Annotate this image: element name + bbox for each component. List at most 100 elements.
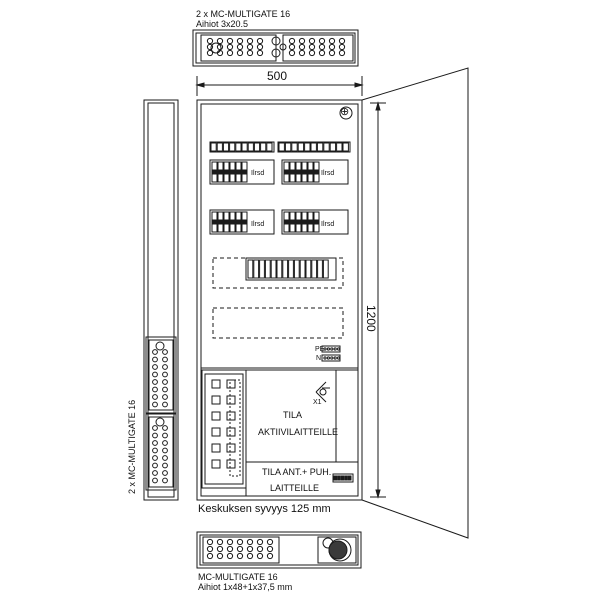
gland-hole xyxy=(162,349,168,355)
breaker-toggle xyxy=(290,169,295,175)
x1-label: X1 xyxy=(313,399,322,406)
terminal xyxy=(264,259,271,279)
terminal xyxy=(288,259,294,279)
gland-hole xyxy=(226,37,234,45)
pe-screw xyxy=(333,347,337,351)
gland-hole xyxy=(206,49,214,57)
gland-hole xyxy=(328,49,336,57)
breaker-toggle xyxy=(236,169,241,175)
terminal xyxy=(297,142,305,152)
gland-hole xyxy=(162,432,168,439)
top-gland-title: 2 x MC-MULTIGATE 16 xyxy=(196,9,291,19)
terminal xyxy=(336,142,343,152)
gland-hole xyxy=(152,462,158,469)
breaker-label-4: Ilrsd xyxy=(321,221,335,228)
gland-hole xyxy=(152,364,158,370)
socket xyxy=(211,443,221,453)
gland-hole xyxy=(246,545,254,553)
socket xyxy=(226,395,236,405)
terminal xyxy=(299,259,306,279)
gland-hole xyxy=(152,379,158,385)
breaker-group-3 xyxy=(209,209,275,235)
terminal xyxy=(284,142,292,152)
breaker-toggle xyxy=(296,169,301,175)
gland-hole xyxy=(206,538,214,546)
small-terminal xyxy=(333,475,338,481)
terminal xyxy=(342,142,349,152)
breaker-toggle xyxy=(224,169,229,175)
gland-hole xyxy=(308,37,316,45)
breaker-toggle xyxy=(284,169,289,175)
tila-title: TILA xyxy=(283,410,303,420)
breaker-module xyxy=(313,161,320,183)
bottom-gland-plate xyxy=(196,531,362,569)
small-terminal xyxy=(340,475,345,481)
breaker-module xyxy=(301,211,308,233)
terminal xyxy=(311,259,318,279)
terminal xyxy=(305,259,312,279)
terminal-rail-dashed xyxy=(212,257,344,289)
gland-hole xyxy=(236,538,244,546)
gland-hole xyxy=(256,538,264,546)
terminal xyxy=(235,142,242,152)
pe-n-bars xyxy=(321,345,341,362)
empty-rail-dashed xyxy=(212,307,344,339)
gland-hole-large xyxy=(155,341,165,351)
gland-hole xyxy=(206,545,214,553)
socket xyxy=(226,379,236,389)
n-screw xyxy=(326,356,330,360)
gland-hole xyxy=(226,43,234,51)
gland-hole xyxy=(162,425,168,431)
gland-hole xyxy=(266,538,274,546)
n-screw xyxy=(333,356,337,360)
gland-hole xyxy=(256,49,264,57)
tila2-line1: TILA ANT.+ PUH. xyxy=(262,467,332,477)
terminal xyxy=(253,142,261,152)
breaker-toggle xyxy=(242,219,247,225)
gland-hole xyxy=(152,455,158,461)
pe-screw xyxy=(326,347,330,351)
top-gland-holes-left xyxy=(206,37,264,57)
terminal xyxy=(310,142,317,152)
gland-hole xyxy=(266,552,274,560)
socket xyxy=(211,459,221,469)
gland-hole xyxy=(152,447,158,454)
terminal xyxy=(222,142,230,152)
breaker-toggle xyxy=(308,219,313,225)
breaker-module xyxy=(307,161,314,183)
gland-hole xyxy=(256,545,264,553)
gland-hole xyxy=(152,470,158,476)
breaker-group-4 xyxy=(281,209,349,235)
gland-hole xyxy=(256,37,264,45)
socket xyxy=(226,459,236,469)
gland-hole xyxy=(152,349,158,355)
socket xyxy=(226,411,236,421)
breaker-module xyxy=(241,211,248,233)
top-gland-plate xyxy=(192,29,359,67)
breaker-toggle xyxy=(290,219,295,225)
socket xyxy=(211,395,221,405)
breaker-module xyxy=(313,211,320,233)
terminal xyxy=(247,142,254,152)
gland-hole xyxy=(162,386,168,393)
gland-hole xyxy=(152,425,158,431)
gland-hole xyxy=(226,538,234,546)
gland-hole xyxy=(298,37,306,45)
gland-hole xyxy=(152,440,158,446)
breaker-module xyxy=(235,211,242,233)
small-terminal xyxy=(347,475,352,481)
breaker-module xyxy=(211,211,218,233)
gland-hole xyxy=(162,401,168,408)
terminal xyxy=(229,142,236,152)
gland-hole xyxy=(216,538,224,546)
breaker-toggle xyxy=(212,219,217,225)
gland-hole xyxy=(338,43,346,51)
socket-panel xyxy=(201,369,247,489)
breaker-toggle xyxy=(230,219,235,225)
breaker-toggle xyxy=(314,219,319,225)
active-device-compartment xyxy=(245,369,359,463)
gland-hole xyxy=(328,37,336,45)
socket xyxy=(211,379,221,389)
gland-hole xyxy=(236,43,244,51)
socket xyxy=(226,427,236,437)
